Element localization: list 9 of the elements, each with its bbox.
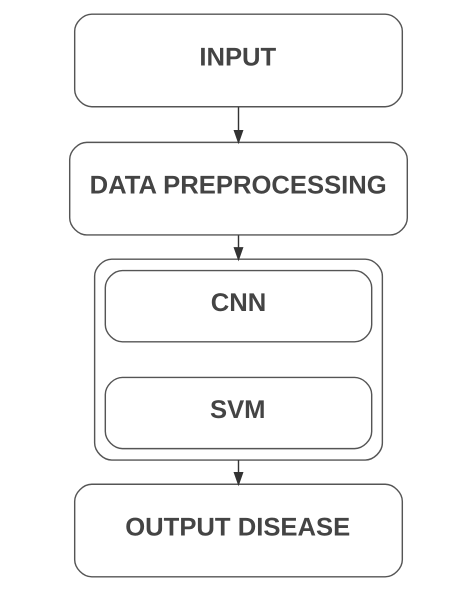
arrow [233, 235, 243, 262]
node-box: CNN [104, 270, 372, 342]
arrow [233, 460, 243, 486]
node-box: DATA PREPROCESSING [68, 142, 408, 236]
arrow [233, 107, 243, 144]
node-box: INPUT [73, 13, 403, 108]
node-box: SVM [104, 376, 372, 450]
cluster [93, 258, 383, 461]
node-box: OUTPUT DISEASE [73, 484, 403, 578]
